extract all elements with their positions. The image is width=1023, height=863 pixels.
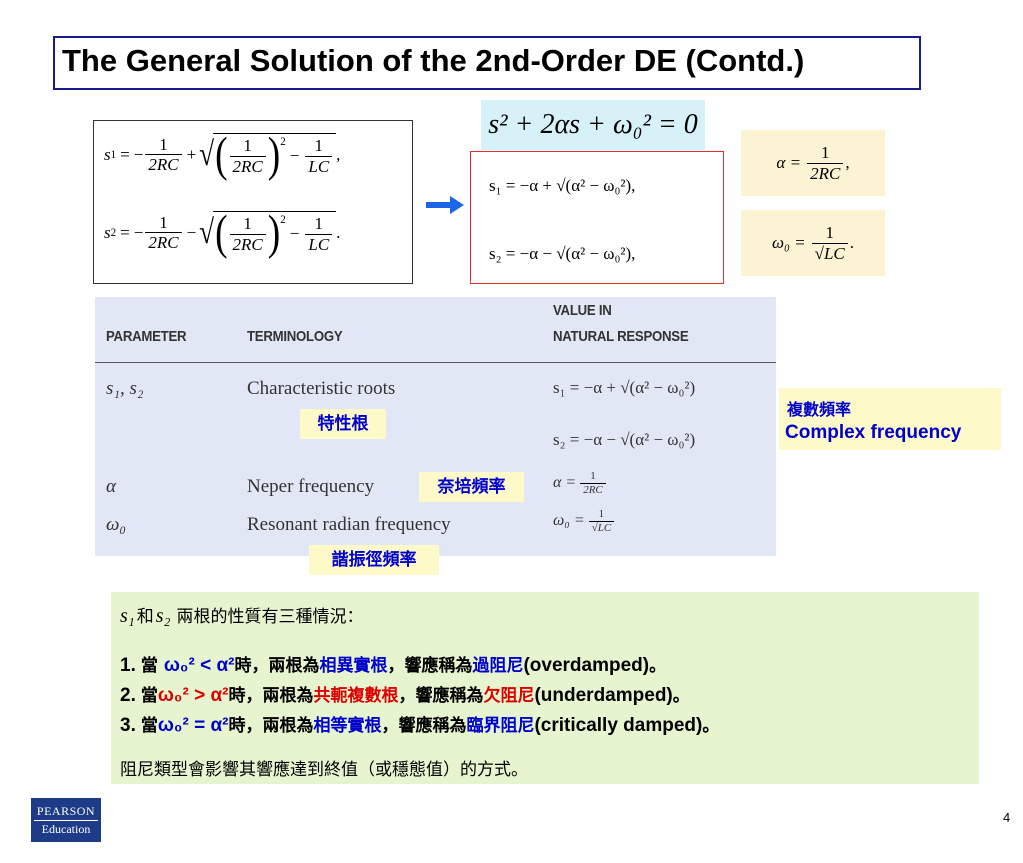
- cases-footer: 阻尼類型會影響其響應達到終值（或穩態值）的方式。: [120, 760, 528, 780]
- label-neper-zh: 奈培頻率: [419, 472, 524, 502]
- term-neper-frequency: Neper frequency: [247, 476, 375, 497]
- header-parameter: PARAMETER: [106, 328, 187, 345]
- value-s1: s₁ = −α + √(α² − ω₀²): [553, 378, 696, 397]
- value-s2: s₂ = −α − √(α² − ω₀²): [553, 430, 696, 449]
- cases-intro: s₁ 和 s₂ 兩根的性質有三種情況：: [120, 605, 364, 627]
- label-resonant-zh: 諧振徑頻率: [309, 545, 439, 575]
- root-s1: s₁ = −α + √(α² − ω₀²),: [489, 176, 636, 195]
- header-value-line1: VALUE IN: [553, 302, 612, 319]
- value-omega0: ω₀ = 1√LC: [553, 508, 616, 534]
- header-value-line2: NATURAL RESPONSE: [553, 328, 689, 345]
- complex-frequency-box: [779, 388, 1001, 450]
- param-alpha: α: [106, 476, 116, 497]
- logo-bottom-text: Education: [41, 821, 91, 836]
- label-characteristic-roots-zh: 特性根: [300, 409, 386, 439]
- characteristic-equation: s² + 2αs + ω₀² = 0: [481, 100, 705, 150]
- damping-cases-box: [111, 592, 979, 784]
- case-2: 2. 當 ω₀² > α² 時，兩根為 共軛複數根 ，響應稱為 欠阻尼 (und…: [120, 685, 690, 706]
- case-3: 3. 當 ω₀² = α² 時，兩根為 相等實根 ，響應稱為 臨界阻尼 (cri…: [120, 715, 720, 736]
- logo-top-text: PEARSON: [33, 804, 99, 821]
- label-complex-en: Complex frequency: [785, 422, 962, 443]
- slide-title: The General Solution of the 2nd-Order DE…: [62, 43, 805, 78]
- root-s2: s₂ = −α − √(α² − ω₀²),: [489, 244, 636, 263]
- page-number: 4: [1003, 810, 1011, 825]
- table-divider: [95, 362, 776, 364]
- case-1: 1. 當 ω₀² < α² 時，兩根為 相異實根 ，響應稱為 過阻尼 (over…: [120, 655, 667, 676]
- param-roots: s₁, s₂: [106, 378, 144, 399]
- pearson-logo: PEARSON Education: [31, 798, 101, 842]
- title-box: [53, 36, 921, 90]
- term-resonant-radian-frequency: Resonant radian frequency: [247, 514, 451, 535]
- omega-definition: ω₀ = 1√LC .: [741, 210, 885, 276]
- parameter-table: [95, 297, 776, 556]
- param-omega0: ω₀: [106, 514, 127, 535]
- term-characteristic-roots: Characteristic roots: [247, 378, 396, 399]
- arrow-right-icon: [426, 196, 464, 214]
- roots-box: s₁ = −α + √(α² − ω₀²), s₂ = −α − √(α² − …: [470, 151, 724, 284]
- header-terminology: TERMINOLOGY: [247, 328, 343, 345]
- label-complex-zh: 複數頻率: [787, 400, 852, 419]
